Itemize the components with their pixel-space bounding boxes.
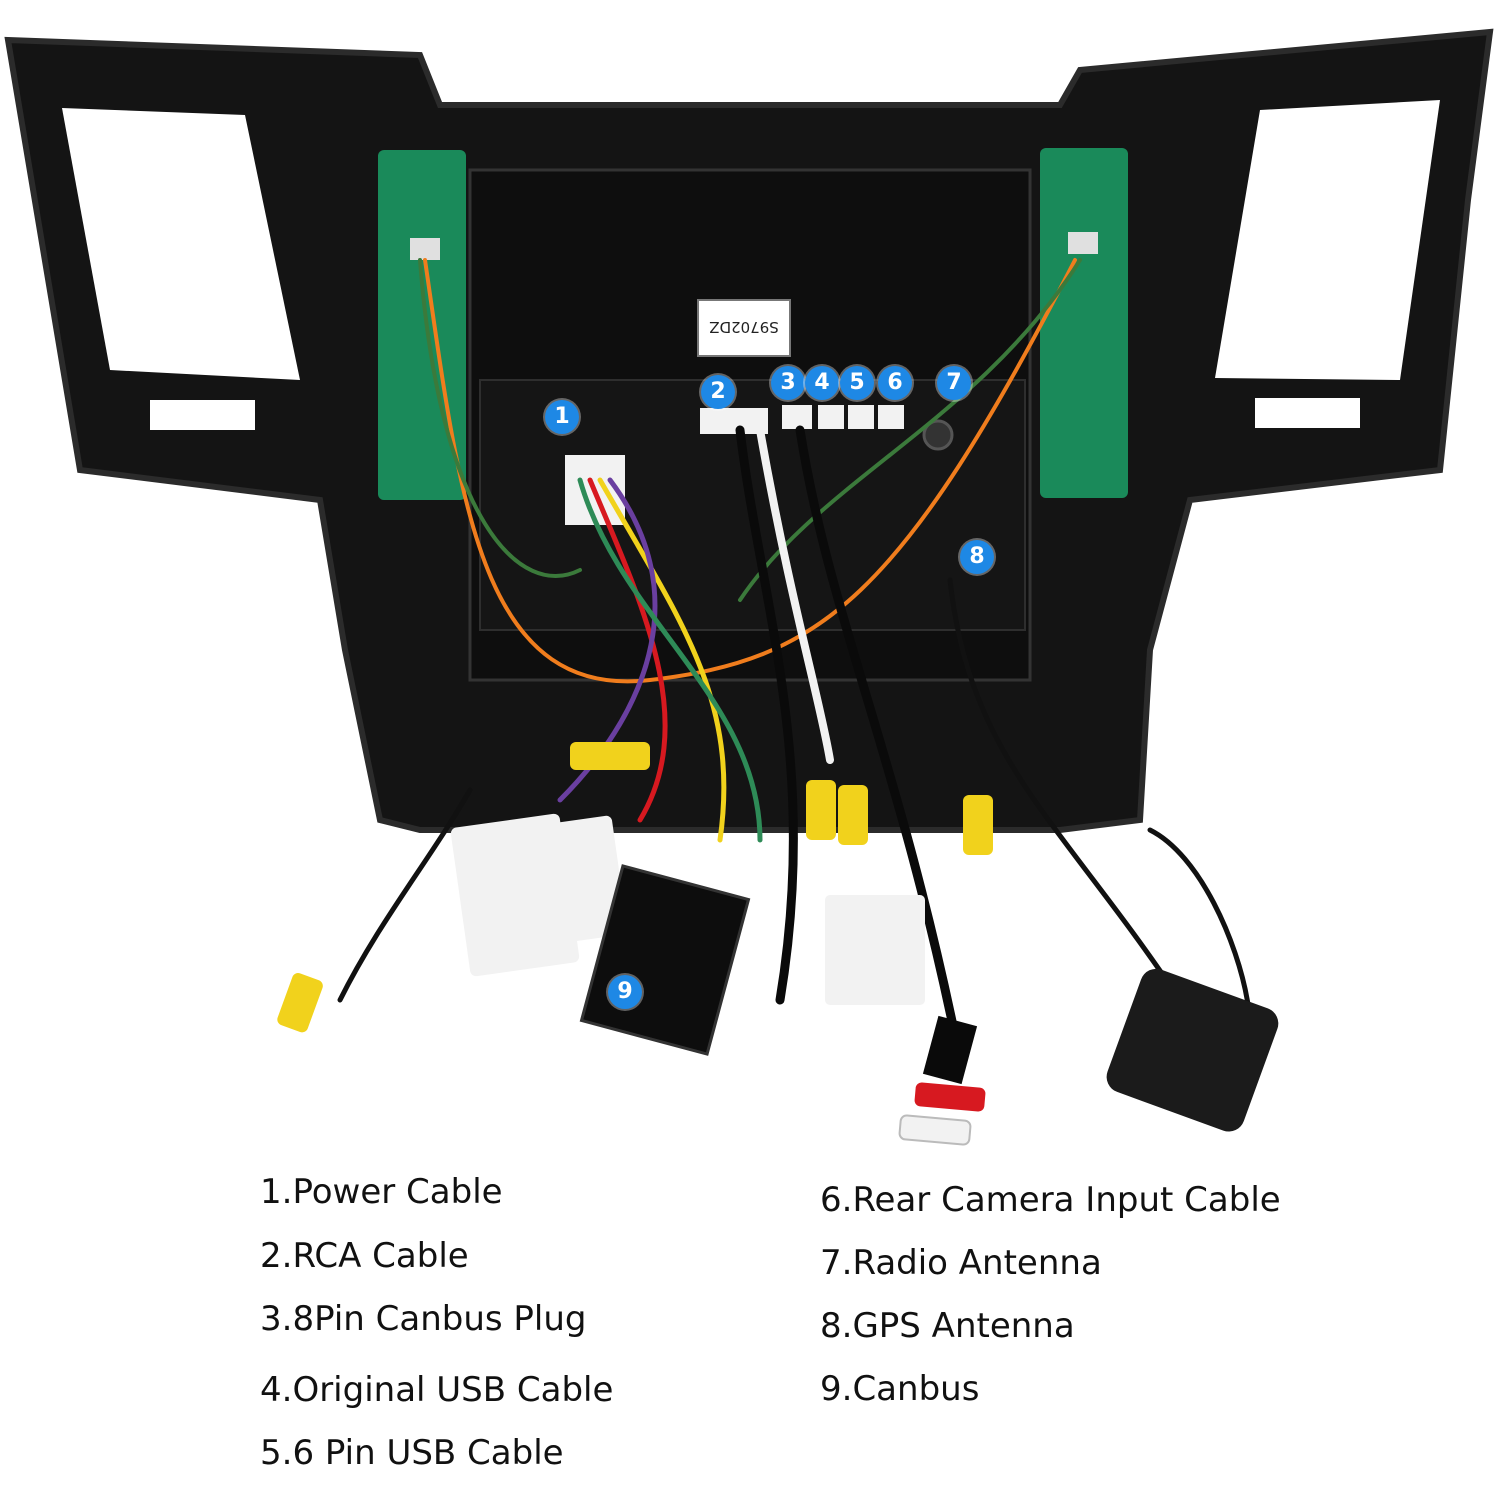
legend-item-rear-camera: 6.Rear Camera Input Cable <box>820 1180 1281 1220</box>
white-harness-plug-2 <box>532 815 628 945</box>
unit-label-text: S9702DZ <box>709 318 779 336</box>
left-vent-slot <box>150 400 255 430</box>
legend-item-canbus: 9.Canbus <box>820 1369 980 1409</box>
legend-item-6pin-usb: 5.6 Pin USB Cable <box>260 1433 564 1473</box>
rca-red <box>914 1082 986 1112</box>
rca-yellow-3 <box>963 795 993 855</box>
left-vent-opening <box>62 108 300 380</box>
camera-connector <box>878 405 904 429</box>
rca-white <box>898 1114 972 1146</box>
radio-antenna-socket <box>922 419 954 451</box>
wire-bundle-2 <box>597 477 727 843</box>
callout-8: 8 <box>960 540 994 574</box>
wire-bundle-4 <box>577 477 763 843</box>
legend-item-radio-antenna: 7.Radio Antenna <box>820 1243 1102 1283</box>
rca-yellow-1 <box>806 780 836 840</box>
right-pcb <box>1040 148 1128 498</box>
green-wire-left <box>418 258 582 578</box>
callout-2: 2 <box>701 375 735 409</box>
right-vent-opening <box>1215 100 1440 380</box>
callout-3: 3 <box>771 366 805 400</box>
head-unit-rear-photo: S9702DZ <box>4 28 1494 1146</box>
usb-plug <box>922 1015 978 1085</box>
right-pcb-connector <box>1068 232 1098 254</box>
right-vent-slot <box>1255 398 1360 428</box>
canbus-plug-connector <box>782 405 812 429</box>
callout-1: 1 <box>545 400 579 434</box>
legend-item-rca-cable: 2.RCA Cable <box>260 1236 469 1276</box>
rca-yellow-4 <box>570 742 650 770</box>
callout-4: 4 <box>805 366 839 400</box>
legend-item-gps-antenna: 8.GPS Antenna <box>820 1306 1075 1346</box>
unit-label-sticker <box>697 299 791 357</box>
rca-yellow-2 <box>838 785 868 845</box>
gps-puck <box>1106 968 1279 1132</box>
callout-6: 6 <box>878 366 912 400</box>
callout-7: 7 <box>937 366 971 400</box>
white-plug-3 <box>825 895 925 1005</box>
black-cable-2 <box>795 425 965 1065</box>
wire-bundle-1 <box>587 477 668 823</box>
usb-connector <box>818 405 844 429</box>
green-wire-right <box>738 258 1082 602</box>
legend-item-power-cable: 1.Power Cable <box>260 1172 503 1212</box>
callout-9: 9 <box>608 975 642 1009</box>
left-pcb-connector <box>410 238 440 260</box>
legend-item-canbus-plug: 3.8Pin Canbus Plug <box>260 1299 587 1339</box>
camera-cable <box>337 787 473 1003</box>
legend-item-original-usb: 4.Original USB Cable <box>260 1370 614 1410</box>
callout-5: 5 <box>840 366 874 400</box>
white-cable <box>756 426 834 764</box>
black-cable-1 <box>735 425 798 1005</box>
rca-yellow-camera <box>277 973 323 1033</box>
usb-6pin-connector <box>848 405 874 429</box>
